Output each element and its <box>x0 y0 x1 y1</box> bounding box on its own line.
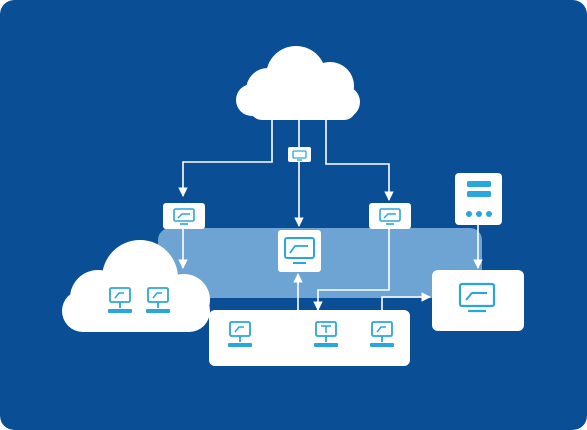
cloud-left <box>62 240 210 332</box>
node-center <box>278 230 321 272</box>
workstation-group <box>209 310 410 366</box>
connector-cloud-to-right <box>325 118 394 201</box>
server-icon <box>466 181 492 217</box>
display-right <box>432 270 524 331</box>
monitor-icon <box>458 282 496 313</box>
desktop-computer-icon <box>108 287 132 313</box>
node-right <box>369 203 411 229</box>
hub-switch <box>288 147 311 162</box>
monitor-icon <box>284 237 315 264</box>
node-left <box>163 203 205 229</box>
cloud-top <box>236 46 360 120</box>
desktop-computer-icon <box>146 287 170 313</box>
connector-cloud-to-left <box>178 118 273 197</box>
desktop-computer-icon <box>228 321 252 347</box>
desktop-computer-icon <box>314 321 338 347</box>
connector-workstations-to-display <box>381 292 431 310</box>
desktop-computer-icon <box>370 321 394 347</box>
monitor-icon <box>292 150 307 161</box>
monitor-icon <box>379 208 401 225</box>
monitor-icon <box>173 208 195 225</box>
connector-right-to-workstations <box>313 228 390 311</box>
server <box>455 173 502 225</box>
